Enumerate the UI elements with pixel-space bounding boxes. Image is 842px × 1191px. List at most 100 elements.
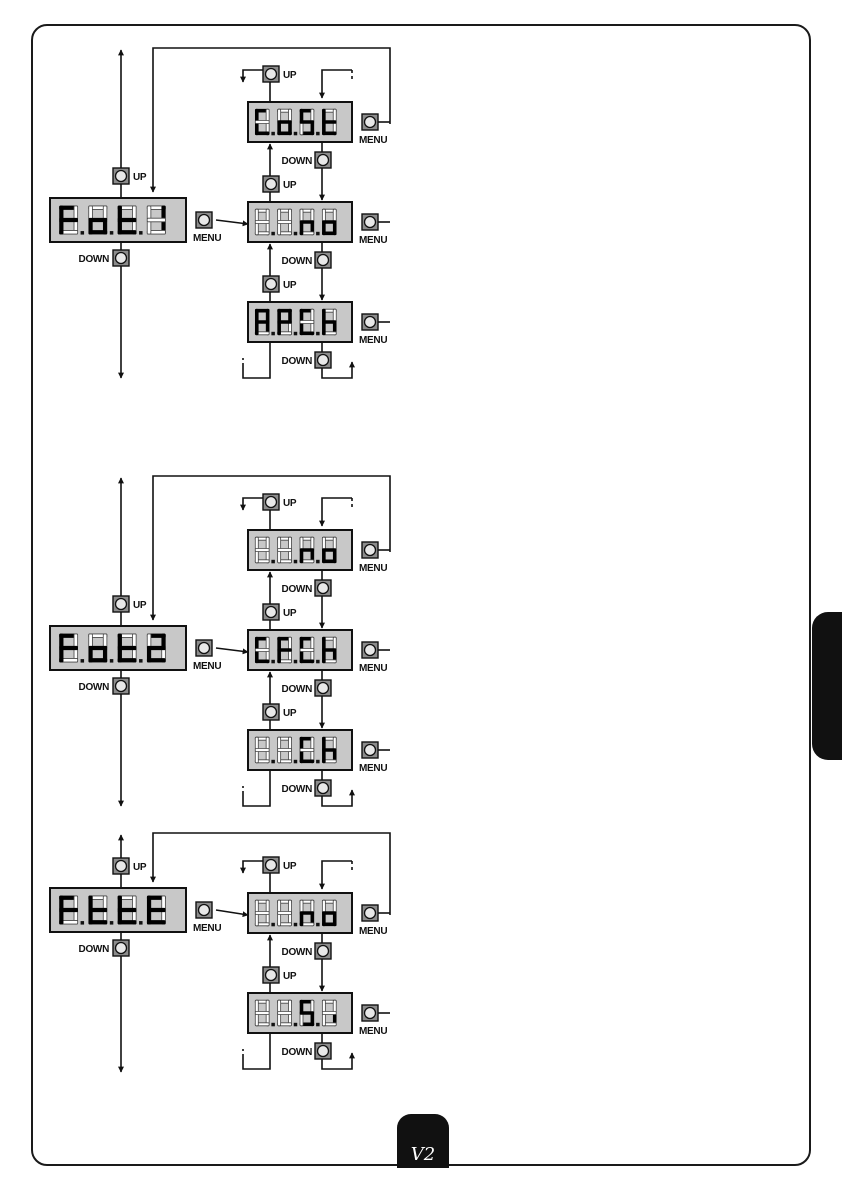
menu-label: MENU [359, 135, 387, 146]
menu-label: MENU [359, 926, 387, 937]
menu-label: MENU [359, 563, 387, 574]
up-label: UP [133, 862, 147, 873]
up-label: UP [283, 971, 297, 982]
option-display: 8.8.n.o [248, 201, 352, 242]
display-dot [271, 923, 275, 927]
down-label: DOWN [282, 584, 313, 595]
menu-button [362, 214, 378, 230]
down-label: DOWN [282, 356, 313, 367]
option-display: 8.8.S.i [248, 992, 352, 1033]
connector-line [322, 70, 352, 98]
display-dot [110, 659, 114, 663]
display-dot [294, 1023, 298, 1027]
up-label: UP [283, 70, 297, 81]
menu-button [362, 114, 378, 130]
menu-label: MENU [193, 233, 221, 244]
display-dot [294, 232, 298, 236]
menu-button [196, 640, 212, 656]
down-button [315, 680, 331, 696]
up-button [113, 596, 129, 612]
main-display: F.o.t.1 [50, 196, 186, 242]
display-dot [110, 921, 114, 925]
main-display: F.o.t.2 [50, 624, 186, 670]
connector-line [216, 220, 248, 224]
down-button [113, 678, 129, 694]
display-dot [139, 659, 143, 663]
display-dot [271, 1023, 275, 1027]
up-label: UP [283, 280, 297, 291]
option-display: 8.8.n.o [248, 892, 352, 933]
display-dot [316, 132, 320, 136]
up-button [263, 857, 279, 873]
up-label: UP [133, 172, 147, 183]
display-dot [81, 231, 85, 235]
menu-button [362, 542, 378, 558]
connector-line [216, 910, 248, 915]
down-label: DOWN [282, 1047, 313, 1058]
display-dot [294, 132, 298, 136]
down-button [315, 152, 331, 168]
up-button [263, 704, 279, 720]
display-dot [271, 560, 275, 564]
up-button [263, 494, 279, 510]
display-dot [294, 660, 298, 664]
display-dot [316, 1023, 320, 1027]
down-button [315, 580, 331, 596]
menu-button [362, 742, 378, 758]
connector-line [322, 498, 352, 526]
up-label: UP [283, 708, 297, 719]
display-dot [271, 660, 275, 664]
menu-button [362, 314, 378, 330]
up-button [263, 276, 279, 292]
menu-label: MENU [359, 763, 387, 774]
down-label: DOWN [79, 944, 110, 955]
menu-label: MENU [359, 235, 387, 246]
down-button [315, 780, 331, 796]
connector-line [322, 861, 352, 889]
up-button [263, 176, 279, 192]
display-dot [294, 332, 298, 336]
display-dot [271, 760, 275, 764]
down-button [315, 1043, 331, 1059]
option-display: C.F.C.h [248, 629, 352, 670]
connector-line [243, 342, 270, 378]
diagram-fot2: F.o.t.2UPDOWNMENU8.8.n.oMENUUPDOWNUPC.F.… [50, 476, 390, 806]
menu-button [362, 905, 378, 921]
display-dot [81, 921, 85, 925]
up-button [263, 967, 279, 983]
display-dot [316, 332, 320, 336]
down-button [315, 252, 331, 268]
display-dot [316, 760, 320, 764]
up-label: UP [283, 180, 297, 191]
connector-line [216, 648, 248, 652]
display-dot [81, 659, 85, 663]
down-button [315, 352, 331, 368]
down-label: DOWN [282, 684, 313, 695]
option-display: C.o.S.t [248, 100, 352, 142]
menu-button [362, 1005, 378, 1021]
display-dot [271, 332, 275, 336]
display-dot [294, 560, 298, 564]
up-button [263, 604, 279, 620]
menu-label: MENU [359, 335, 387, 346]
connector-line [243, 1033, 270, 1069]
down-label: DOWN [282, 947, 313, 958]
display-dot [316, 923, 320, 927]
display-dot [316, 232, 320, 236]
option-display: 8.8.n.o [248, 529, 352, 570]
down-label: DOWN [79, 682, 110, 693]
up-label: UP [283, 608, 297, 619]
down-label: DOWN [282, 784, 313, 795]
down-label: DOWN [79, 254, 110, 265]
up-button [113, 168, 129, 184]
brand-logo: V2 [411, 1144, 435, 1165]
display-dot [110, 231, 114, 235]
option-display: 8.8.C.h [248, 729, 352, 770]
up-button [113, 858, 129, 874]
display-dot [139, 921, 143, 925]
display-dot [271, 132, 275, 136]
display-dot [139, 231, 143, 235]
display-dot [271, 232, 275, 236]
display-dot [316, 660, 320, 664]
